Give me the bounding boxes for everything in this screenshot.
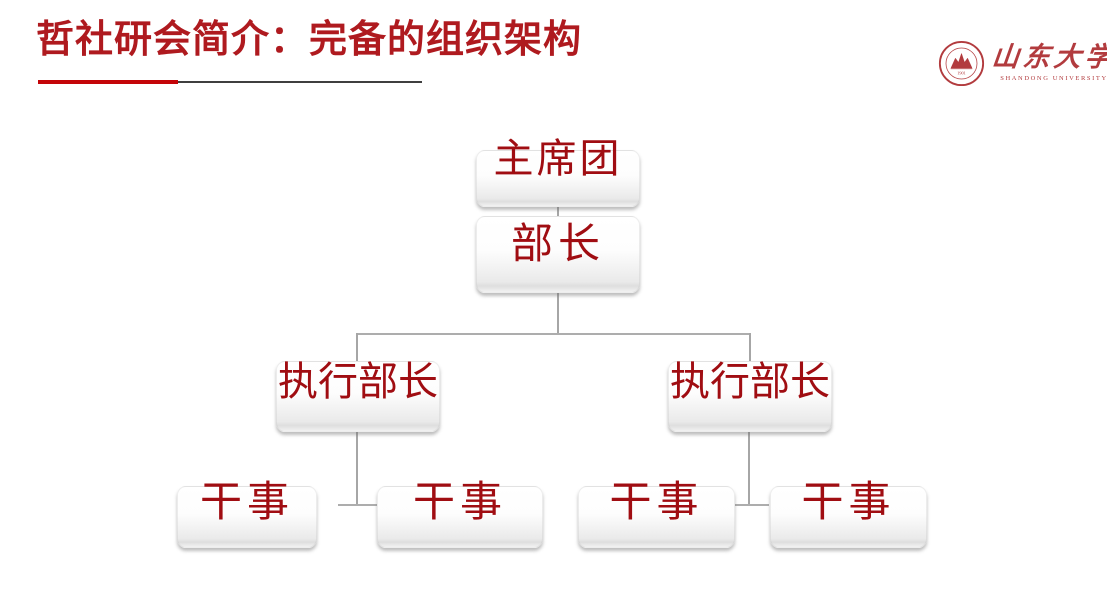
seal-year: 1901 (957, 70, 966, 75)
connector-executive2-stem (748, 432, 750, 506)
university-seal-icon: 1901 (938, 40, 985, 87)
org-node-label: 主席团 (493, 136, 623, 181)
org-node-officer-1: 干事 (177, 482, 317, 548)
connector-drop-left (356, 333, 358, 362)
connector-manager-stem (557, 293, 559, 334)
org-node-label: 干事 (801, 480, 896, 526)
org-node-box (177, 486, 317, 548)
org-node-label: 部长 (510, 222, 606, 268)
org-node-label: 执行部长 (278, 359, 438, 404)
org-node-presidium: 主席团 (476, 139, 640, 207)
university-name-en: SHANDONG UNIVERSITY (1000, 75, 1107, 82)
org-node-label: 执行部长 (670, 359, 830, 404)
org-node-officer-2: 干事 (377, 482, 543, 548)
university-name-cn: 山东大学 (990, 42, 1107, 72)
org-node-box (578, 486, 735, 548)
org-node-executive-minister-2: 执行部长 (668, 361, 832, 432)
org-node-box (276, 361, 440, 432)
org-node-executive-minister-1: 执行部长 (276, 361, 440, 432)
org-node-label: 干事 (609, 480, 704, 526)
slide-title: 哲社研会简介：完备的组织架构 (36, 19, 583, 61)
org-node-label: 干事 (412, 480, 508, 526)
title-underline-line (178, 81, 422, 83)
connector-executive1-crossbar (338, 504, 377, 506)
org-node-officer-4: 干事 (770, 482, 927, 548)
org-node-label: 干事 (199, 480, 295, 526)
org-node-box (668, 361, 832, 432)
connector-root-to-manager (557, 206, 559, 216)
org-node-box (377, 486, 543, 548)
connector-executive1-stem (356, 432, 358, 506)
org-node-minister: 部长 (476, 216, 640, 293)
org-node-box (770, 486, 927, 548)
org-node-officer-3: 干事 (578, 482, 735, 548)
university-logo: 1901 山东大学 SHANDONG UNIVERSITY (938, 40, 1107, 87)
org-node-box (476, 216, 640, 293)
title-underline-accent (38, 80, 178, 84)
connector-drop-right (749, 333, 751, 362)
connector-executive2-crossbar (730, 504, 769, 506)
org-node-box (476, 150, 640, 207)
connector-manager-crossbar (356, 333, 751, 335)
